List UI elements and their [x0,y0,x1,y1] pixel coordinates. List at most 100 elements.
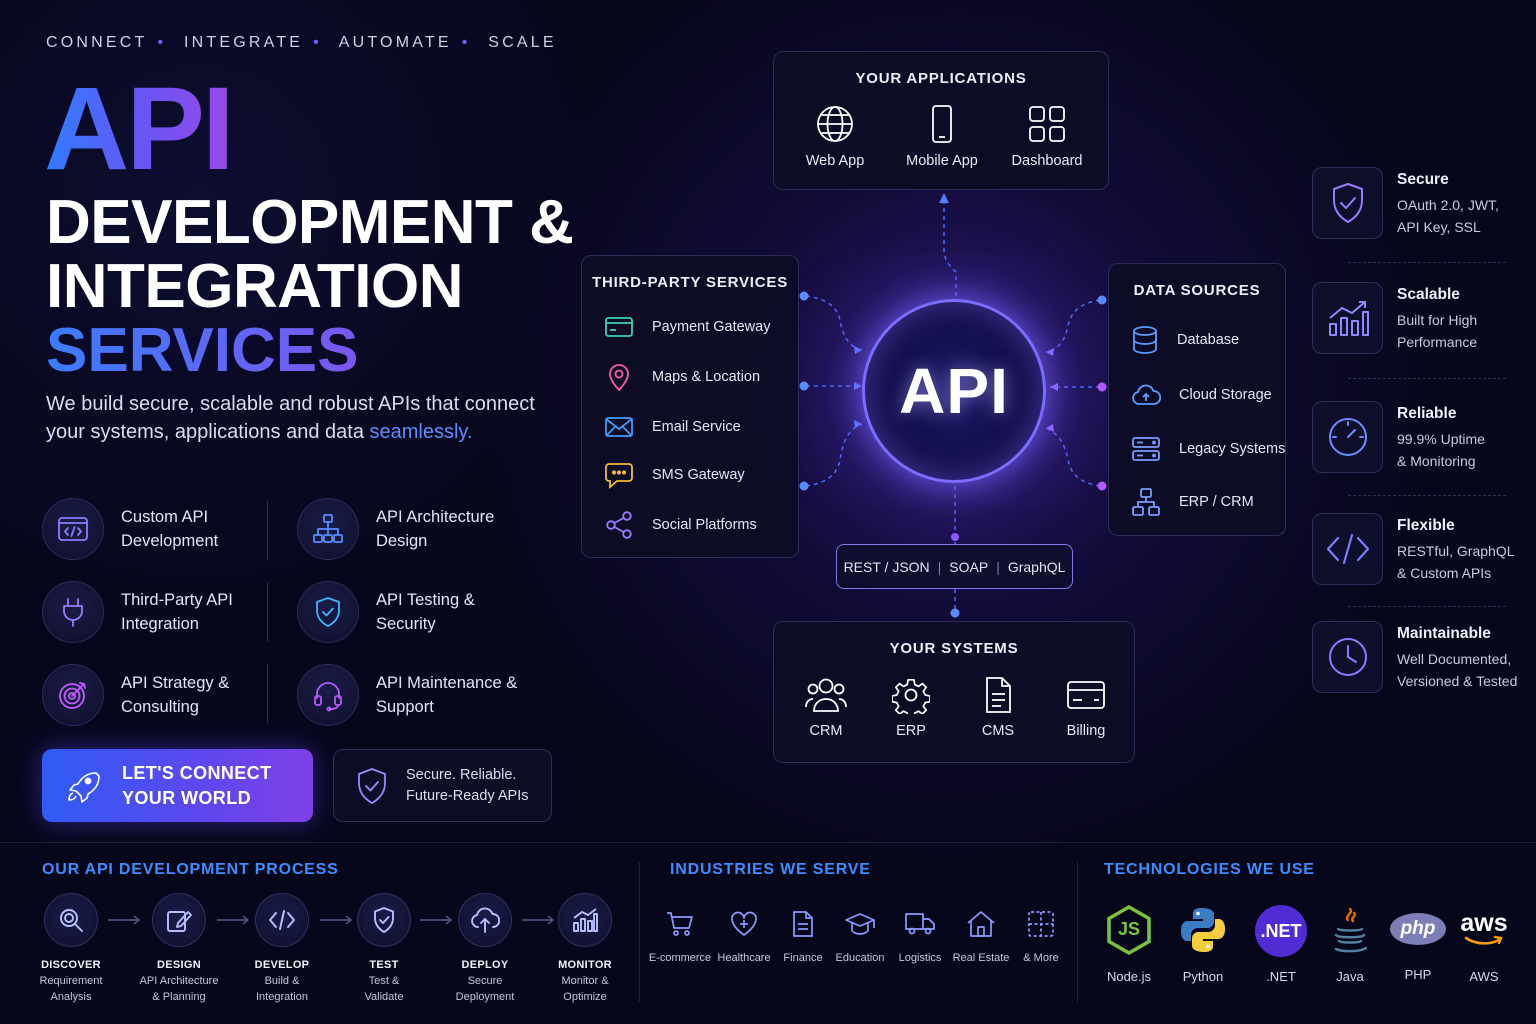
title-line-services: SERVICES [46,316,359,385]
item-label: Dashboard [1011,153,1083,169]
bar-chart-icon [558,893,612,947]
step-desc: Build &Integration [256,973,308,1005]
feature-desc-line: & Custom APIs [1397,565,1492,581]
item-label: Billing [1066,723,1106,739]
tech-aws: aws AWS [1446,905,1522,984]
system-cms[interactable]: CMS [958,676,1038,739]
house-icon [966,910,996,938]
gear-icon [892,676,930,714]
tagline-word: CONNECT [46,34,148,51]
feature-title: Reliable [1397,405,1457,422]
tech-label: Node.js [1106,969,1152,984]
third-party-maps-location[interactable]: Maps & Location [604,362,760,392]
item-label: CRM [809,723,843,739]
service-api-maintenance-support[interactable]: API Maintenance & Support [297,664,536,726]
panel-your-systems: YOUR SYSTEMS CRM ERP CMS [773,621,1135,763]
aws-logo-text: aws [1460,909,1508,937]
lead-highlight: seamlessly. [369,421,473,443]
service-api-testing-security[interactable]: API Testing & Security [297,581,536,643]
lead-paragraph: We build secure, scalable and robust API… [46,390,546,446]
step-desc-line: Requirement [39,975,103,987]
service-custom-api-development[interactable]: Custom API Development [42,498,281,560]
third-party-social-platforms[interactable]: Social Platforms [604,510,757,540]
data-source-database[interactable]: Database [1131,325,1239,355]
item-label: Cloud Storage [1179,387,1272,403]
feature-flexible: Flexible RESTful, GraphQL & Custom APIs [1312,513,1527,585]
plug-icon [42,581,104,643]
process-step-monitor: MONITOR Monitor &Optimize [530,893,640,1005]
feature-title: Secure [1397,171,1449,188]
item-label: Web App [805,153,865,169]
step-desc: API Architecture& Planning [140,973,219,1005]
industry-logistics: Logistics [880,910,960,964]
search-icon [44,893,98,947]
target-icon [42,664,104,726]
system-erp[interactable]: ERP [871,676,951,739]
data-source-cloud-storage[interactable]: Cloud Storage [1131,380,1272,410]
feature-desc: Well Documented, Versioned & Tested [1397,648,1527,692]
feature-desc-line: 99.9% Uptime [1397,431,1485,447]
tagline-word: AUTOMATE [338,34,452,51]
feature-divider [1348,606,1506,607]
service-label: Third-Party API Integration [121,591,233,633]
java-icon [1328,905,1372,955]
service-third-party-api-integration[interactable]: Third-Party API Integration [42,581,281,643]
data-source-erp-crm[interactable]: ERP / CRM [1131,487,1254,517]
feature-desc-line: Built for High [1397,312,1478,328]
service-api-strategy-consulting[interactable]: API Strategy & Consulting [42,664,281,726]
arrow-right-icon [217,915,250,925]
feature-desc: 99.9% Uptime & Monitoring [1397,428,1527,472]
panel-title: DATA SOURCES [1133,282,1261,299]
system-crm[interactable]: CRM [786,676,866,739]
industry-label: E-commerce [648,952,712,964]
service-api-architecture-design[interactable]: API Architecture Design [297,498,536,560]
tech-label: Python [1182,969,1224,984]
industry-more: & More [1001,910,1081,964]
step-name: MONITOR [558,959,612,971]
industry-label: Healthcare [717,952,771,964]
feature-divider [1348,378,1506,379]
panel-title: THIRD-PARTY SERVICES [591,274,789,291]
industry-label: & More [1023,952,1059,964]
lets-connect-button[interactable]: LET'S CONNECT YOUR WORLD [42,749,313,822]
tagline: CONNECT• INTEGRATE• AUTOMATE• SCALE [46,34,557,51]
mail-icon [604,412,634,442]
step-name: TEST [369,959,399,971]
app-mobile-app[interactable]: Mobile App [897,104,987,169]
industry-ecommerce: E-commerce [640,910,720,964]
item-label: ERP [896,723,926,739]
process-step-test: TEST Test &Validate [329,893,439,1005]
process-step-design: DESIGN API Architecture& Planning [124,893,234,1005]
badge-line1: Secure. Reliable. [406,766,517,783]
step-desc: Test &Validate [365,973,404,1005]
third-party-sms-gateway[interactable]: SMS Gateway [604,460,745,490]
service-label: API Maintenance & Support [376,674,518,716]
tagline-word: INTEGRATE [183,34,304,51]
arrow-right-icon [320,915,353,925]
app-web-app[interactable]: Web App [790,104,880,169]
mobile-icon [922,104,962,144]
dashboard-icon [1027,104,1067,144]
item-label: Database [1177,332,1240,348]
app-dashboard[interactable]: Dashboard [1002,104,1092,169]
third-party-email-service[interactable]: Email Service [604,412,741,442]
step-desc-line: Monitor & [561,975,609,987]
headset-icon [297,664,359,726]
protocol-graphql: GraphQL [1007,558,1066,575]
protocol-soap: SOAP [949,558,989,575]
feature-desc-line: API Key, SSL [1397,219,1481,235]
tech-dotnet: .NET .NET [1243,905,1319,984]
protocol-rest: REST / JSON [843,558,930,575]
system-billing[interactable]: Billing [1046,676,1126,739]
data-source-legacy-systems[interactable]: Legacy Systems [1131,434,1285,464]
lead-text: We build secure, scalable and robust API… [46,393,535,443]
step-desc-line: API Architecture [139,975,219,987]
service-label: Custom API Development [121,508,219,550]
feature-desc-line: & Monitoring [1397,453,1476,469]
service-divider [267,582,268,642]
third-party-payment-gateway[interactable]: Payment Gateway [604,312,770,342]
hierarchy-icon [297,498,359,560]
title-line-development: DEVELOPMENT & [46,188,574,257]
industry-healthcare: Healthcare [704,910,784,964]
step-desc-line: Test & [368,975,400,987]
